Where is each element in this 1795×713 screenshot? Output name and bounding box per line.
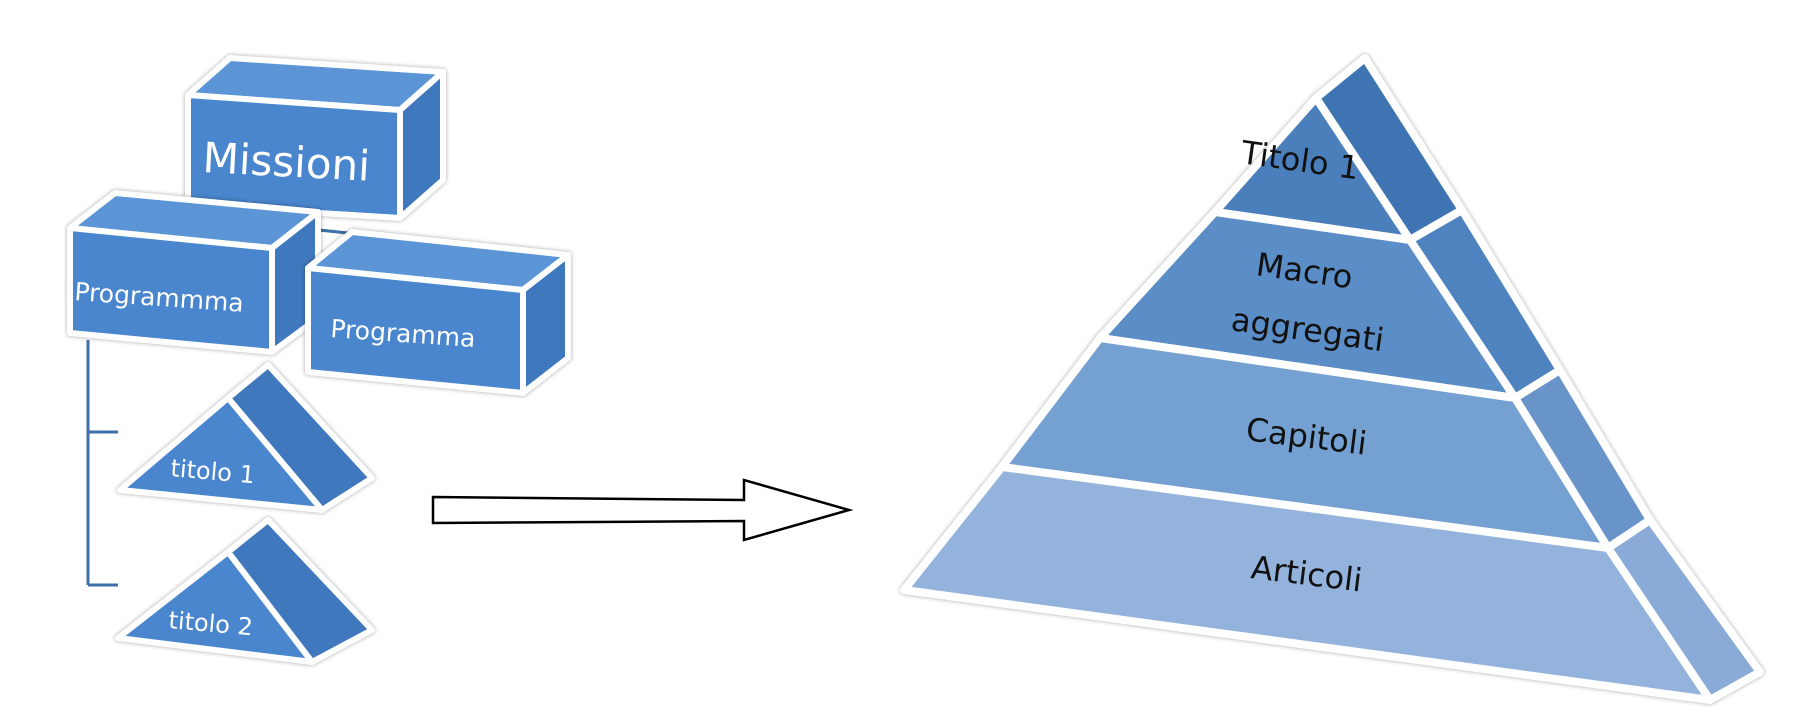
titolo-2-prism-front (115, 549, 315, 665)
pyramid-diagram: Titolo 1 Macro aggregati Capitoli Artico… (900, 54, 1764, 704)
missioni-box (185, 55, 446, 221)
programma-left-box (67, 190, 321, 355)
programma-right-box-front (305, 265, 526, 396)
missioni-label: Missioni (201, 133, 371, 191)
pyramid-level-4-front (900, 463, 1714, 704)
titolo-2-prism (115, 517, 375, 665)
programma-left-box-front (67, 225, 275, 355)
missioni-box-front (185, 92, 403, 221)
titolo-1-prism (117, 362, 375, 513)
hierarchy-diagram: Missioni Programmma Programma titolo 1 t… (67, 55, 571, 665)
right-arrow-icon (431, 478, 854, 542)
programma-right-box (305, 229, 571, 396)
titolo-1-prism-front (117, 395, 325, 513)
